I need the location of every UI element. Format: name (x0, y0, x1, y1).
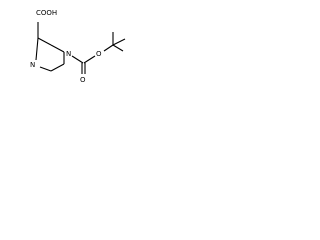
ring-nitrogen-bottom-label: N (30, 61, 35, 69)
molecule-drawing: COOH N N O O (30, 9, 126, 83)
bond-carbonyl-to-ether-oxygen (83, 55, 96, 64)
bond-ring-c3-n1 (39, 66, 52, 72)
structure-diagram: COOH N N O O (0, 0, 135, 83)
bond-tbutyl-methyl-right (112, 38, 126, 46)
bond-tbutyl-methyl-down (112, 44, 124, 52)
bond-ring-n1-c2 (35, 37, 39, 61)
boc-carbonyl-oxygen-label: O (80, 76, 86, 83)
carboxyl-label: COOH (36, 9, 57, 17)
ring-nitrogen-right-label: N (66, 50, 71, 58)
bond-ether-oxygen-to-tbutyl (103, 44, 114, 52)
boc-ether-oxygen-label: O (96, 50, 102, 58)
bond-n4-to-carbonyl (71, 55, 84, 64)
bond-ring-c5-c3 (50, 63, 65, 72)
bond-ring-c2-c6 (37, 37, 52, 46)
bond-ring-c6-n4 (50, 44, 65, 53)
